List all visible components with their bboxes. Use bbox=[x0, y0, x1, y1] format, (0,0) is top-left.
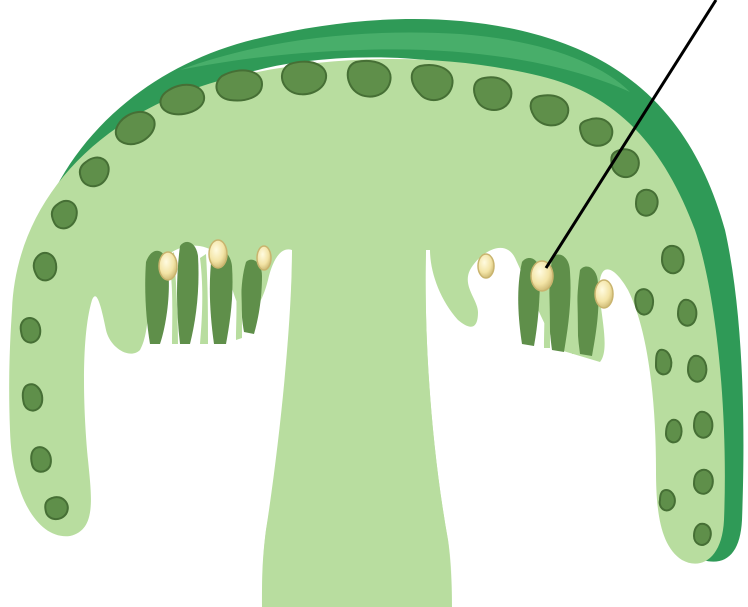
chamber bbox=[694, 524, 711, 545]
chamber bbox=[216, 70, 262, 100]
chamber bbox=[678, 300, 696, 326]
chamber bbox=[694, 470, 713, 494]
chamber bbox=[45, 497, 68, 519]
chamber bbox=[611, 149, 639, 177]
gill-divider bbox=[200, 254, 208, 344]
gills-right bbox=[518, 254, 598, 356]
gill bbox=[177, 242, 199, 344]
chamber bbox=[580, 118, 612, 145]
spore bbox=[478, 254, 494, 278]
chamber bbox=[666, 420, 682, 443]
chamber bbox=[21, 318, 41, 343]
spore bbox=[257, 246, 271, 270]
spore bbox=[595, 280, 613, 308]
chamber bbox=[31, 447, 51, 472]
spore bbox=[159, 252, 177, 280]
chamber bbox=[34, 253, 56, 281]
chamber bbox=[23, 384, 43, 410]
chamber bbox=[660, 490, 675, 510]
gill bbox=[241, 260, 262, 334]
chamber bbox=[688, 356, 706, 382]
spore bbox=[209, 240, 227, 268]
chamber bbox=[52, 201, 77, 229]
chamber bbox=[474, 77, 511, 110]
spore bbox=[531, 261, 553, 291]
chamber bbox=[662, 246, 684, 273]
chamber bbox=[636, 190, 658, 216]
chamber bbox=[656, 350, 671, 375]
chamber bbox=[348, 61, 391, 97]
chamber bbox=[282, 62, 326, 95]
chamber bbox=[635, 289, 653, 314]
chamber bbox=[694, 412, 712, 438]
